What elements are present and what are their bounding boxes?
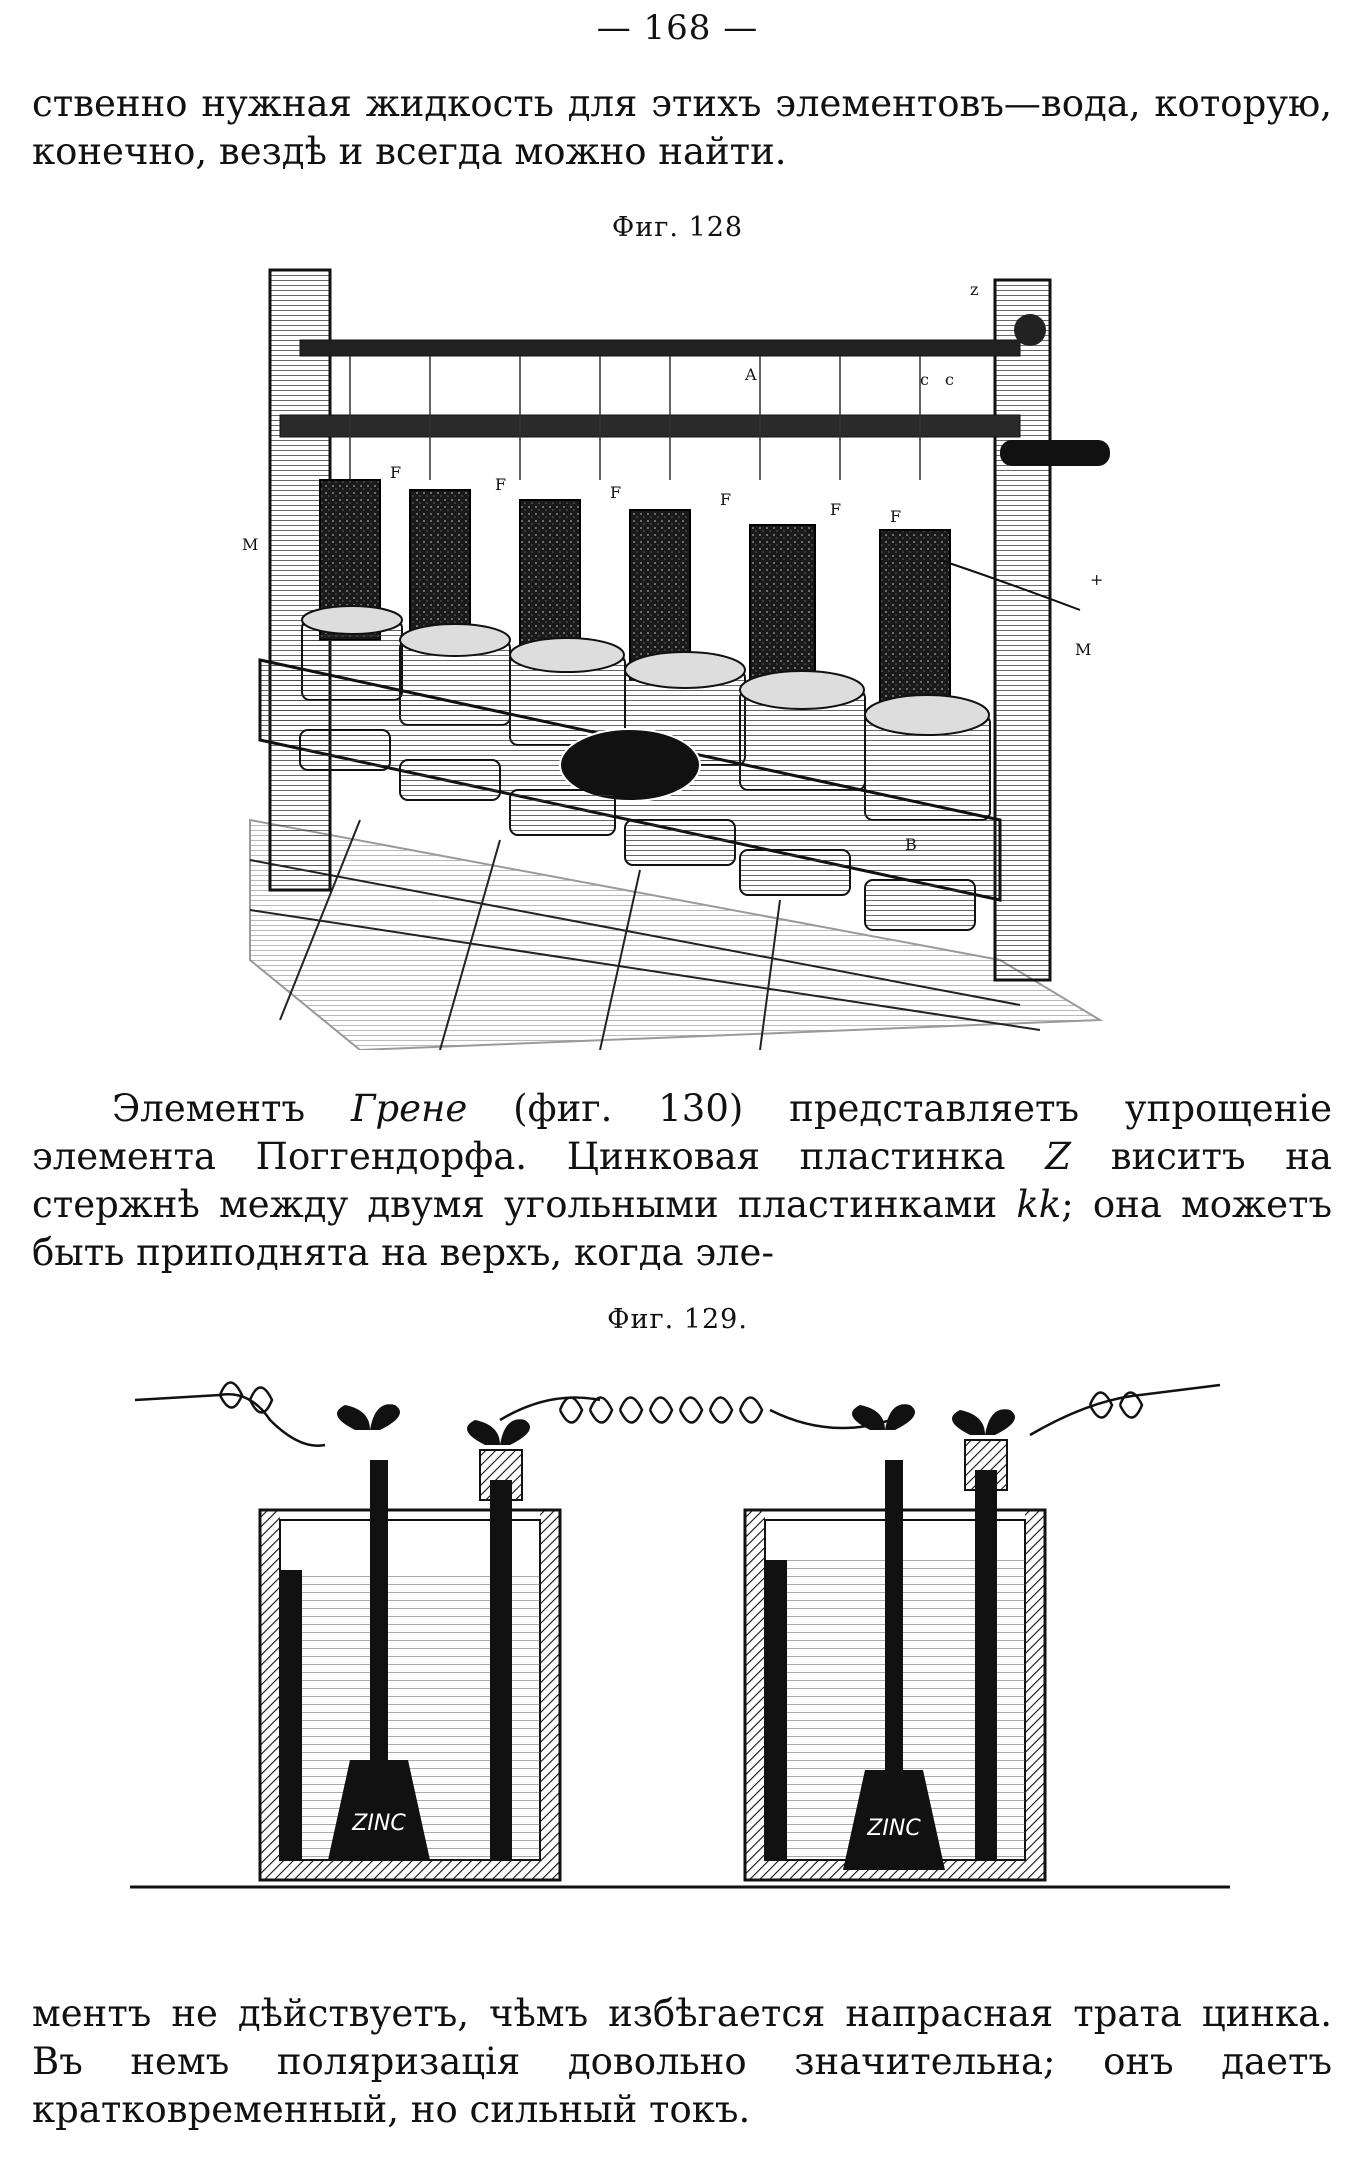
fig128-label-A: A xyxy=(744,365,757,384)
fig128-label-c1: c xyxy=(920,370,929,389)
figure-129: ZINC ZINC xyxy=(130,1360,1230,1930)
zinc-label-left: ZINC xyxy=(351,1811,406,1836)
fig128-label-M-right: M xyxy=(1075,640,1091,659)
fig128-label-B: B xyxy=(905,835,917,854)
para-mid-text-4: ; она можетъ быть приподнята на верхъ, к… xyxy=(32,1183,1332,1274)
fig128-label-F2: F xyxy=(495,475,506,494)
fig128-label-F1: F xyxy=(390,463,401,482)
para-mid-text-1: Элементъ xyxy=(112,1087,351,1130)
para-mid-italic-3: kk xyxy=(1016,1183,1062,1226)
para-mid-italic-2: Z xyxy=(1045,1135,1071,1178)
para-mid-text-3: виситъ на стержнѣ между двумя угольными … xyxy=(32,1135,1332,1226)
figure-128: F F F F F F A c c z M M B + xyxy=(240,260,1120,1050)
paragraph-top: ственно нужная жидкость для этихъ элемен… xyxy=(32,82,1332,173)
floor xyxy=(249,818,1104,1050)
fig128-label-F6: F xyxy=(890,507,901,526)
para-mid-italic-1: Грене xyxy=(350,1087,468,1130)
fig128-label-F4: F xyxy=(720,490,731,509)
figure-128-caption: Фиг. 128 xyxy=(611,212,744,243)
paragraph-bottom: ментъ не дѣйствуетъ, чѣмъ избѣгается нап… xyxy=(32,1992,1332,2131)
figure-129-caption: Фиг. 129. xyxy=(607,1304,748,1335)
fig128-label-F3: F xyxy=(610,483,621,502)
paragraph-middle: Элементъ Грене (фиг. 130) представляетъ … xyxy=(32,1085,1332,1277)
zinc-label-right: ZINC xyxy=(866,1816,921,1841)
cell-right: ZINC xyxy=(743,1404,1047,1882)
page-number: — 168 — xyxy=(596,8,759,48)
fig128-label-plus: + xyxy=(1090,570,1103,589)
fig128-label-F5: F xyxy=(830,500,841,519)
cell-left: ZINC xyxy=(258,1404,562,1882)
para-mid-text-2: (фиг. 130) представляетъ упрощеніе элеме… xyxy=(32,1087,1332,1178)
fig128-label-z: z xyxy=(970,280,978,299)
fig128-label-M-left: M xyxy=(242,535,258,554)
fig128-label-c2: c xyxy=(945,370,954,389)
